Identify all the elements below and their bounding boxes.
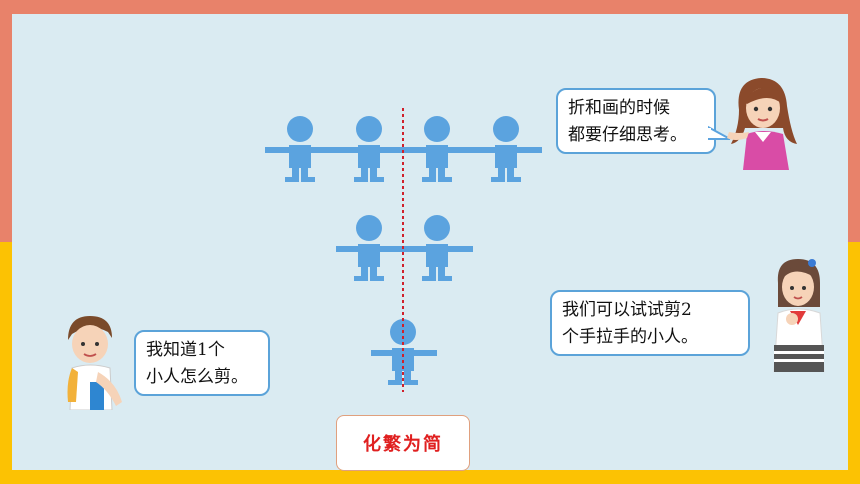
simplify-button-label: 化繁为简 — [363, 434, 443, 455]
paper-figure — [388, 319, 418, 385]
boy-bubble-line1: 我知道1个 — [146, 340, 225, 360]
boy-illustration-icon — [67, 316, 122, 410]
teacher-bubble-line2: 都要仔细思考。 — [568, 125, 687, 145]
paper-figure — [422, 116, 452, 182]
paper-figure — [491, 116, 521, 182]
teacher-speech-bubble: 折和画的时候 都要仔细思考。 — [556, 88, 716, 154]
girl-bubble-line1: 我们可以试试剪2 — [562, 300, 692, 320]
paper-figure — [354, 116, 384, 182]
simplify-button[interactable]: 化繁为简 — [336, 415, 470, 471]
teacher-bubble-tail — [708, 125, 731, 140]
girl-speech-bubble: 我们可以试试剪2 个手拉手的小人。 — [550, 290, 750, 356]
girl-bubble-line2: 个手拉手的小人。 — [562, 327, 698, 347]
teacher-bubble-line1: 折和画的时候 — [568, 98, 670, 118]
teacher-illustration-icon — [727, 78, 797, 170]
figure-row-two — [336, 215, 473, 281]
girl-illustration-icon — [773, 259, 825, 372]
paper-figure — [354, 215, 384, 281]
paper-figure — [285, 116, 315, 182]
figure-row-four — [265, 116, 542, 182]
figure-row-one — [371, 319, 437, 385]
paper-figure — [422, 215, 452, 281]
boy-speech-bubble: 我知道1个 小人怎么剪。 — [134, 330, 270, 396]
boy-bubble-line2: 小人怎么剪。 — [146, 367, 248, 387]
